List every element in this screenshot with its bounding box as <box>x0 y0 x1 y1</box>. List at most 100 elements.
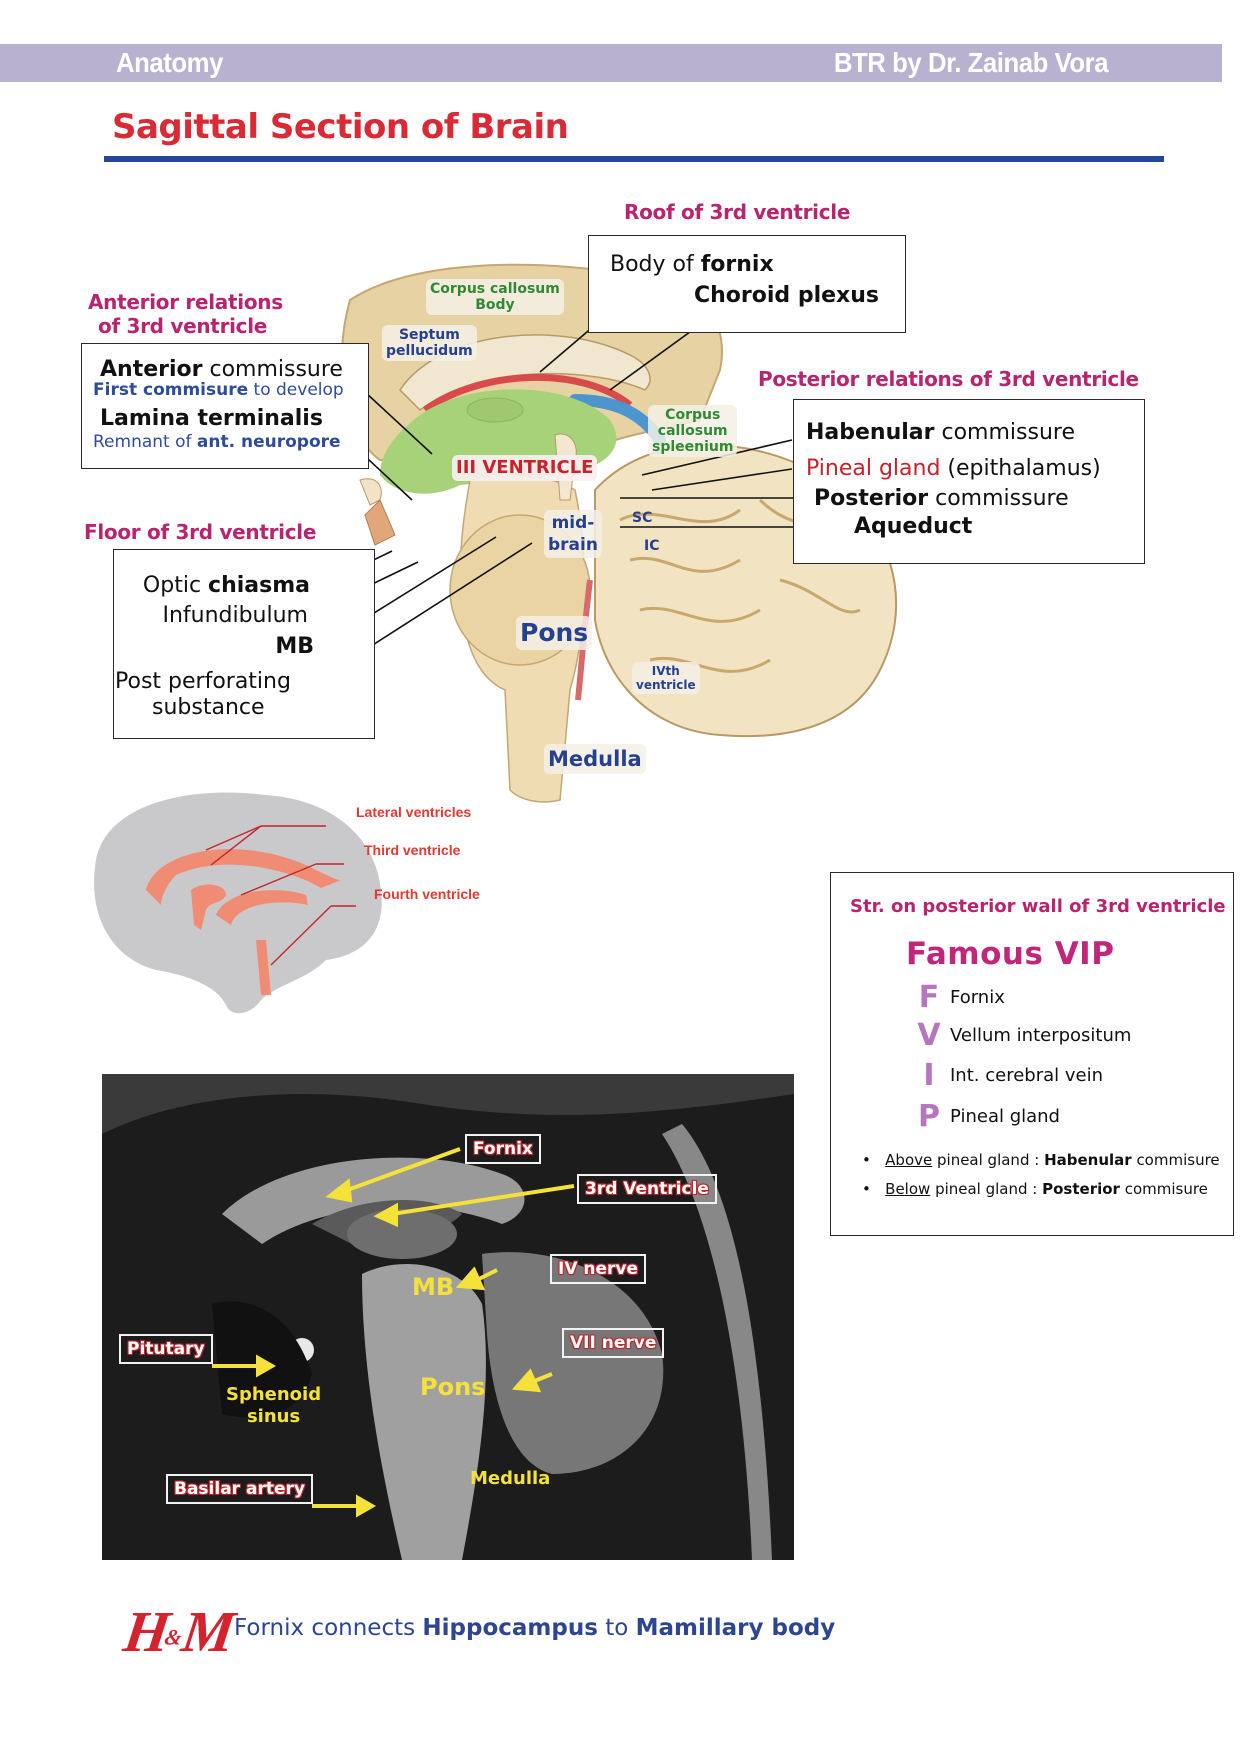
third-ventricle-label: Third ventricle <box>364 842 461 858</box>
fvip-item-vellum: V Vellum interpositum <box>916 1020 1131 1052</box>
anterior-commissure-label: Anterior commissure <box>100 357 343 383</box>
floor-heading: Floor of 3rd ventricle <box>84 520 317 544</box>
mri-label-medulla: Medulla <box>470 1468 551 1489</box>
label-line: brain <box>548 535 598 555</box>
interthalamic-adhesion <box>466 397 524 423</box>
optic-chiasma-label: Optic chiasma <box>143 573 310 599</box>
choroid-plexus-label: Choroid plexus <box>694 283 879 308</box>
post-perforating-label-2: substance <box>152 695 265 720</box>
mnemonic-text: Vellum interpositum <box>950 1025 1132 1046</box>
label-rest: Body of <box>610 252 701 277</box>
lateral-ventricles-label: Lateral ventricles <box>356 804 472 820</box>
label-third-ventricle: III VENTRICLE <box>452 455 598 481</box>
label-line: Body <box>475 297 515 313</box>
fourth-ventricle-label: Fourth ventricle <box>374 886 480 902</box>
label-bold: fornix <box>700 252 774 277</box>
bullet-dot: • <box>862 1151 886 1169</box>
anterior-relations-box <box>81 343 369 469</box>
label-inferior-colliculus: IC <box>644 538 660 554</box>
choroid-plexus <box>422 374 633 413</box>
label-rest: commissure <box>202 357 343 382</box>
pituitary-region <box>364 499 396 546</box>
posterior-relations-heading: Posterior relations of 3rd ventricle <box>758 367 1139 391</box>
label-line: spleenium <box>652 439 734 455</box>
fvip-item-int-cerebral-vein: I Int. cerebral vein <box>916 1060 1103 1092</box>
body-of-fornix-label: Body of fornix <box>610 252 774 278</box>
mri-tag-3rd-ventricle: 3rd Ventricle <box>577 1174 717 1204</box>
mri-tag-basilar-artery: Basilar artery <box>166 1474 313 1504</box>
mnemonic-letter: F <box>918 980 940 1015</box>
bullet-bold: Habenular <box>1044 1151 1132 1169</box>
label-line: callosum <box>657 423 728 439</box>
note-rest: Remnant of <box>93 432 197 452</box>
footer-text-part: Fornix connects <box>234 1615 423 1641</box>
hm-mnemonic-logo: H&M <box>119 1599 235 1670</box>
label-line: Sphenoid <box>226 1384 322 1405</box>
label-line: Corpus <box>665 407 721 423</box>
bullet-text: commisure <box>1131 1151 1220 1169</box>
label-line: ventricle <box>636 678 696 692</box>
label-corpus-callosum-spleenium: Corpus callosum spleenium <box>648 405 738 457</box>
fvip-item-fornix: F Fornix <box>916 982 1005 1014</box>
pineal-gland-label: Pineal gland (epithalamus) <box>806 456 1101 482</box>
mnemonic-letter: I <box>923 1058 935 1093</box>
posterior-relations-box <box>793 399 1145 564</box>
heading-line: of 3rd ventricle <box>98 314 268 338</box>
mri-tag-pituitary: Pitutary <box>119 1334 213 1364</box>
habenular-commissure-label: Habenular commissure <box>806 420 1075 446</box>
lamina-terminalis-label: Lamina terminalis <box>100 406 323 431</box>
bullet-text: pineal gland : <box>932 1151 1045 1169</box>
posterior-commissure-label: Posterior commissure <box>814 486 1069 512</box>
label-bold: Posterior <box>814 486 929 511</box>
mnemonic-text: Pineal gland <box>950 1106 1060 1127</box>
note-rest: to develop <box>248 380 344 400</box>
mnemonic-letter: P <box>918 1099 940 1134</box>
note-bold: ant. neuropore <box>196 432 341 452</box>
mri-label-mb: MB <box>412 1273 455 1301</box>
cerebellum-folia <box>619 498 861 673</box>
footer-mnemonic-text: Fornix connects Hippocampus to Mamillary… <box>234 1614 835 1642</box>
label-septum-pellucidum: Septum pellucidum <box>382 325 477 361</box>
mri-label-pons: Pons <box>420 1373 486 1401</box>
mnemonic-text: Int. cerebral vein <box>950 1065 1103 1086</box>
mri-label-sphenoid-sinus: Sphenoid sinus <box>226 1384 321 1428</box>
mri-sagittal-image: Fornix 3rd Ventricle IV nerve VII nerve … <box>102 1074 794 1560</box>
roof-box <box>588 235 906 333</box>
label-medulla: Medulla <box>544 744 646 774</box>
label-bold: Habenular <box>806 420 935 445</box>
footer-bold: Hippocampus <box>422 1615 598 1641</box>
label-corpus-callosum-body: Corpus callosum Body <box>426 279 564 315</box>
label-rest: Optic <box>142 573 209 598</box>
lamina-terminalis-note: Remnant of ant. neuropore <box>93 432 341 452</box>
footer-bold: Mamillary body <box>635 1615 836 1641</box>
pointer-lines <box>309 279 855 681</box>
note-bold: First commisure <box>93 380 249 400</box>
floor-box <box>113 549 375 739</box>
label-line: pellucidum <box>386 343 473 359</box>
label-fourth-ventricle: IVth ventricle <box>632 662 700 694</box>
mnemonic-letter: V <box>917 1018 941 1053</box>
mri-tag-fornix: Fornix <box>465 1134 541 1164</box>
mnemonic-text: Fornix <box>950 987 1005 1008</box>
author-label: BTR by Dr. Zainab Vora <box>833 47 1109 78</box>
label-line: Septum <box>398 327 460 343</box>
bullet-bold: Posterior <box>1042 1180 1120 1198</box>
title-underline <box>104 156 1164 162</box>
infundibulum-label: Infundibulum <box>162 603 308 628</box>
ventricles-shape <box>146 849 341 995</box>
footer-text-part: to <box>597 1615 636 1641</box>
label-red: Pineal gland <box>806 456 941 481</box>
label-bold: chiasma <box>208 573 310 598</box>
fvip-bullet-above: • Above pineal gland : Habenular commisu… <box>862 1150 1220 1170</box>
aqueduct-label: Aqueduct <box>854 514 973 539</box>
roof-heading: Roof of 3rd ventricle <box>624 200 851 224</box>
logo-h: H <box>119 1599 171 1664</box>
label-bold: Anterior <box>100 357 203 382</box>
header-bar <box>0 44 1222 82</box>
bullet-text: commisure <box>1119 1180 1208 1198</box>
label-rest: commissure <box>928 486 1069 511</box>
label-rest: (epithalamus) <box>940 456 1101 481</box>
label-midbrain: mid- brain <box>544 510 602 558</box>
ventricular-system-diagram <box>94 792 382 1014</box>
page-title: Sagittal Section of Brain <box>112 107 569 147</box>
